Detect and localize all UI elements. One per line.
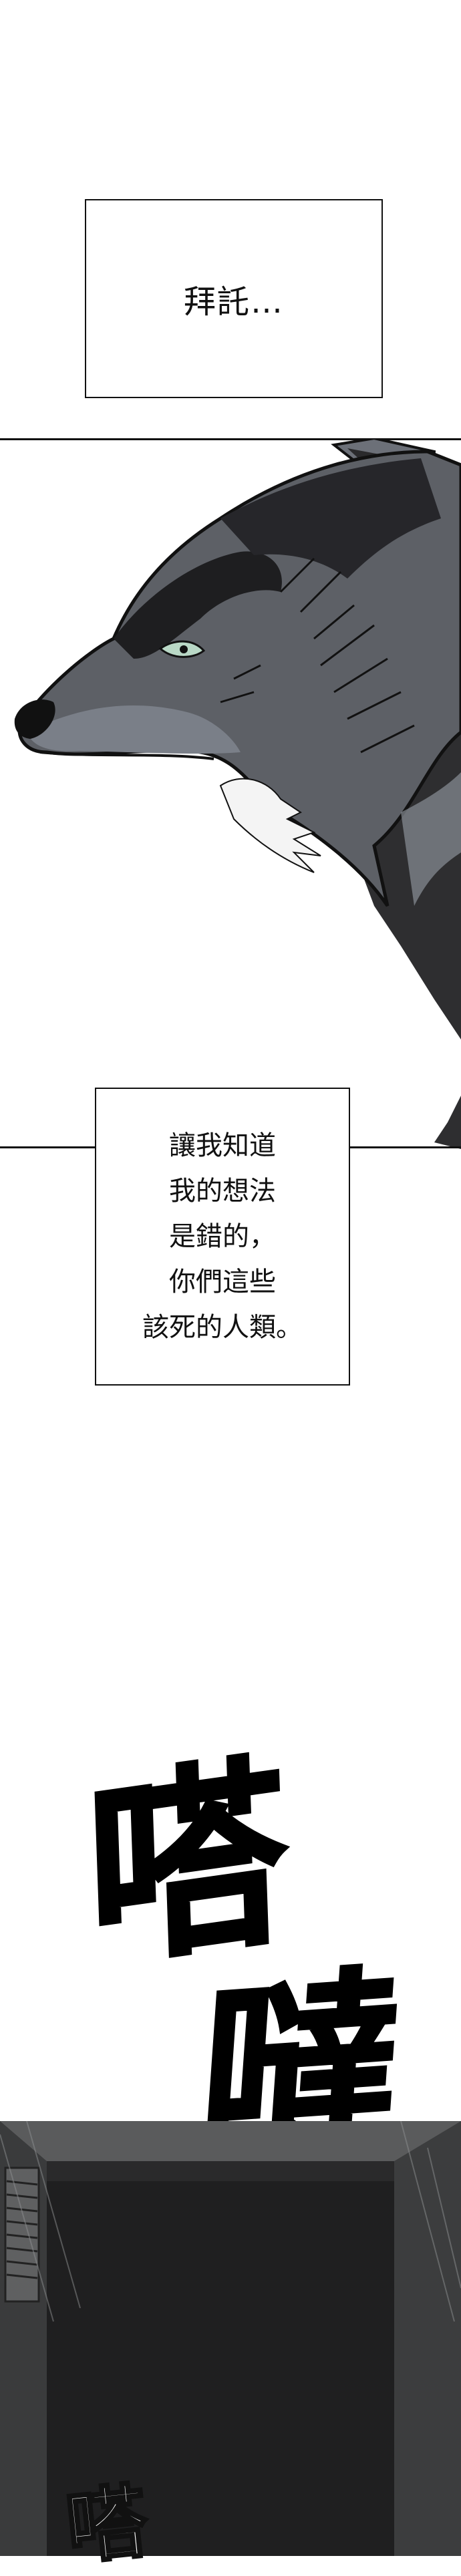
vent-grille — [4, 2166, 40, 2303]
sfx-char-1: 嗒 — [82, 1730, 291, 1997]
room-panel — [0, 2121, 461, 2556]
caption-line-1: 讓我知道 — [169, 1130, 276, 1161]
caption-line-3: 是錯的， — [169, 1221, 276, 1252]
caption-line-2: 我的想法 — [169, 1176, 276, 1206]
caption-box-1: 拜託… — [85, 199, 383, 398]
wolf-panel — [14, 438, 461, 1039]
wolf-fur-strokes — [220, 557, 415, 754]
caption-line-right — [350, 1146, 461, 1148]
panel-edge-fur — [434, 1096, 461, 1149]
caption-line-5: 該死的人類。 — [142, 1312, 303, 1343]
caption-text-1: 拜託… — [183, 283, 284, 321]
sfx-char-bottom: 嗒 — [61, 2472, 153, 2576]
caption-line-4: 你們這些 — [169, 1267, 276, 1297]
panel-border-top — [0, 438, 461, 440]
caption-line-left — [0, 1146, 95, 1148]
wolf-neck-fur — [219, 778, 321, 873]
wolf-nose — [14, 699, 55, 739]
wolf-mask — [114, 551, 282, 659]
motion-streaks — [0, 2121, 461, 2322]
caption-box-2: 讓我知道 我的想法 是錯的， 你們這些 該死的人類。 — [95, 1088, 350, 1386]
